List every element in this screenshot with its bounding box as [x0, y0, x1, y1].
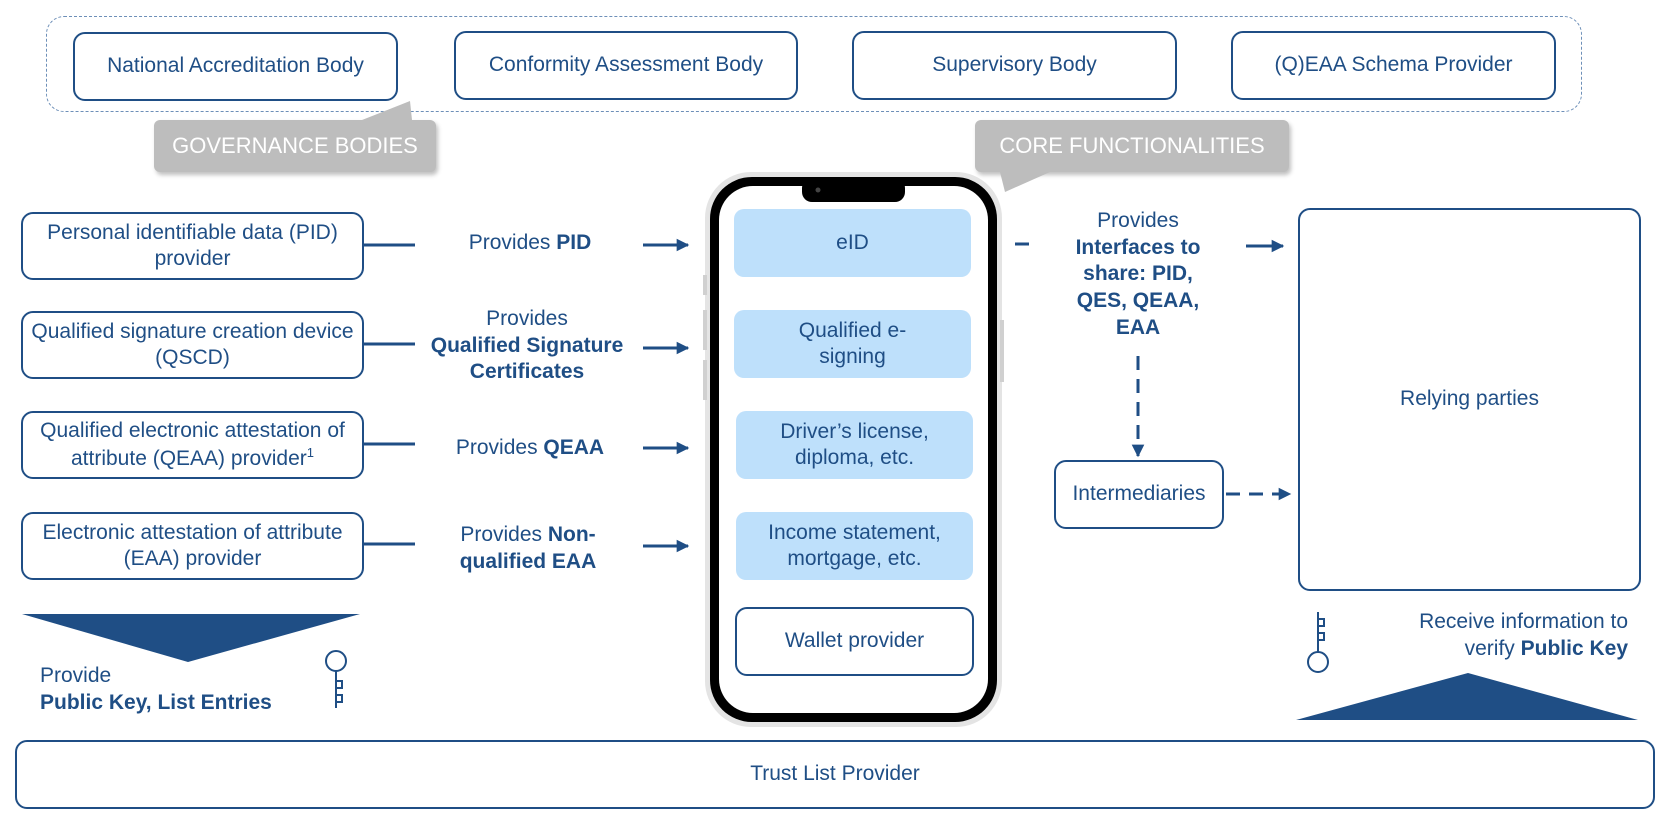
core-callout: CORE FUNCTIONALITIES — [975, 120, 1289, 172]
gov-qeaa-schema-provider[interactable]: (Q)EAA Schema Provider — [1231, 31, 1556, 100]
gov-label: Supervisory Body — [932, 53, 1097, 77]
feature-income-statement[interactable]: Income statement, mortgage, etc. — [736, 512, 973, 580]
down-trapezoid — [22, 614, 360, 662]
core-callout-tail — [1000, 172, 1050, 192]
phone-notch — [802, 178, 905, 202]
gov-label: (Q)EAA Schema Provider — [1274, 53, 1513, 77]
gov-supervisory-body[interactable]: Supervisory Body — [852, 31, 1177, 100]
up-trapezoid — [1296, 673, 1638, 720]
provider-name: Qualified electronic attestation of attr… — [40, 419, 345, 470]
label-bold: Public Key, List Entries — [40, 690, 272, 714]
pid-provider-box[interactable]: Personal identifiable data (PID) provide… — [21, 212, 364, 280]
relying-parties-label: Relying parties — [1400, 387, 1539, 411]
label-bold: Interfaces to share: PID, QES, QEAA, EAA — [1075, 235, 1201, 339]
governance-callout: GOVERNANCE BODIES — [154, 120, 436, 172]
label-prefix: Provides — [486, 307, 568, 330]
gov-label: Conformity Assessment Body — [488, 53, 764, 77]
governance-callout-tail — [362, 101, 412, 120]
key-icon — [1307, 612, 1329, 673]
relying-parties-box[interactable]: Relying parties — [1298, 208, 1641, 591]
label-bold: Qualified Signature Certificates — [430, 333, 624, 384]
trust-list-label: Trust List Provider — [750, 762, 920, 786]
provider-label: Electronic attestation of attribute (EAA… — [42, 520, 343, 570]
wallet-provider-label: Wallet provider — [784, 629, 925, 653]
provider-label: Qualified electronic attestation of attr… — [23, 418, 362, 472]
feature-qualified-esigning[interactable]: Qualified e-signing — [734, 310, 971, 378]
provides-eaa-label: Provides Non-qualified EAA — [438, 522, 618, 575]
qscd-box[interactable]: Qualified signature creation device (QSC… — [21, 311, 364, 379]
phone-button — [1000, 320, 1004, 382]
feature-drivers-license[interactable]: Driver’s license, diploma, etc. — [736, 411, 973, 479]
key-icon — [325, 650, 347, 708]
label-line: Receive information to — [1419, 610, 1628, 633]
phone-button — [703, 310, 707, 350]
provides-qeaa-label: Provides QEAA — [420, 435, 640, 462]
gov-label: National Accreditation Body — [107, 54, 364, 78]
label-bold: QEAA — [543, 436, 605, 459]
footnote-marker: 1 — [306, 444, 314, 460]
feature-label: Qualified e-signing — [798, 318, 907, 368]
camera-icon — [815, 187, 821, 193]
provider-label: Qualified signature creation device (QSC… — [31, 319, 354, 369]
feature-label: eID — [836, 230, 869, 254]
label-prefix: Provide — [40, 664, 112, 687]
label-bold: PID — [556, 231, 592, 254]
governance-callout-label: GOVERNANCE BODIES — [172, 133, 418, 158]
eaa-provider-box[interactable]: Electronic attestation of attribute (EAA… — [21, 512, 364, 580]
gov-conformity-assessment-body[interactable]: Conformity Assessment Body — [454, 31, 798, 100]
phone-button — [703, 275, 707, 295]
core-callout-label: CORE FUNCTIONALITIES — [999, 133, 1265, 158]
intermediaries-box[interactable]: Intermediaries — [1054, 460, 1224, 529]
phone-button — [703, 360, 707, 400]
feature-label: Income statement, mortgage, etc. — [768, 520, 941, 570]
provides-pid-label: Provides PID — [420, 230, 640, 257]
receive-info-label: Receive information to verify Public Key — [1340, 609, 1628, 662]
provider-label: Personal identifiable data (PID) provide… — [47, 220, 338, 270]
feature-eid[interactable]: eID — [734, 209, 971, 277]
trust-list-provider-box[interactable]: Trust List Provider — [15, 740, 1655, 809]
intermediaries-label: Intermediaries — [1072, 482, 1206, 506]
label-prefix: Provides — [455, 436, 544, 459]
wallet-provider-box[interactable]: Wallet provider — [735, 607, 974, 676]
feature-label: Driver’s license, diploma, etc. — [780, 419, 929, 469]
label-prefix: Provides — [468, 231, 557, 254]
governance-frame — [46, 16, 1582, 112]
qeaa-provider-box[interactable]: Qualified electronic attestation of attr… — [21, 411, 364, 479]
label-bold: Non-qualified EAA — [459, 523, 597, 573]
label-prefix: verify — [1464, 636, 1521, 660]
label-prefix: Provides — [1097, 209, 1179, 232]
gov-national-accreditation-body[interactable]: National Accreditation Body — [73, 32, 398, 101]
label-bold: Public Key — [1520, 636, 1628, 660]
label-prefix: Provides — [460, 523, 548, 546]
